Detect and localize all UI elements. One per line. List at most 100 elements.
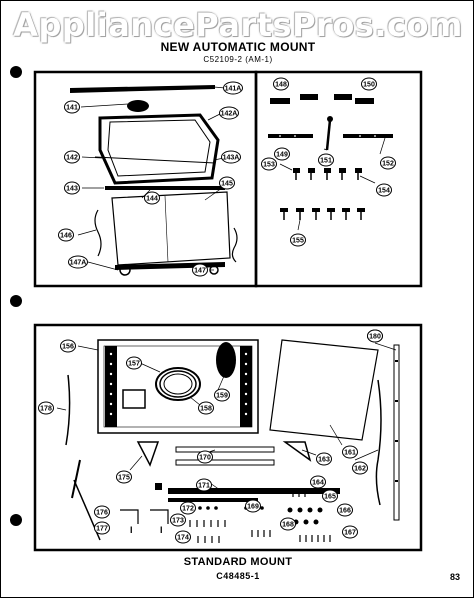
top-rail-part — [70, 85, 215, 93]
callout-147A: 147A — [68, 255, 88, 269]
callout-143A: 143A — [221, 150, 241, 164]
callout-label: 165 — [324, 494, 336, 501]
callout-label: 167 — [344, 530, 356, 537]
callout-label: 153 — [263, 162, 275, 169]
callout-151: 151 — [318, 153, 334, 167]
bottom-diagram-subtitle: C48485-1 — [216, 571, 260, 581]
callout-label: 144 — [146, 196, 158, 203]
callout-label: 180 — [369, 334, 381, 341]
callout-150: 150 — [361, 77, 377, 91]
frame-bar — [105, 186, 225, 190]
callout-label: 169 — [247, 504, 259, 511]
callout-146: 146 — [58, 228, 74, 242]
callout-label: 142A — [221, 111, 238, 118]
binder-hole-bottom — [10, 514, 22, 526]
frame-line — [94, 156, 216, 164]
callout-label: 172 — [182, 506, 194, 513]
callout-label: 147 — [194, 268, 206, 275]
callout-label: 164 — [312, 480, 324, 487]
binder-hole-top — [10, 66, 22, 78]
callout-178: 178 — [38, 401, 54, 415]
callout-label: 148 — [275, 82, 287, 89]
callout-176: 176 — [94, 505, 110, 519]
callout-label: 149 — [276, 152, 288, 159]
callout-label: 159 — [216, 393, 228, 400]
callout-142A: 142A — [219, 106, 239, 120]
callout-148: 148 — [273, 77, 289, 91]
seal-part — [127, 100, 149, 112]
callout-143: 143 — [64, 181, 80, 195]
callout-168: 168 — [280, 517, 296, 531]
binder-hole-mid — [10, 295, 22, 307]
callout-label: 154 — [378, 188, 390, 195]
callout-169: 169 — [245, 499, 261, 513]
callout-label: 175 — [118, 475, 130, 482]
callout-155: 155 — [290, 233, 306, 247]
callout-label: 141A — [225, 86, 242, 93]
callout-layer: 141 141A 142A 142 143 143A 144 145 146 147A 147 148… — [38, 77, 396, 544]
callout-label: 151 — [320, 158, 332, 165]
callout-label: 141 — [66, 105, 78, 112]
callout-173: 173 — [170, 513, 186, 527]
callout-label: 155 — [292, 238, 304, 245]
callout-166: 166 — [337, 503, 353, 517]
callout-149: 149 — [274, 147, 290, 161]
window-frame-inner — [107, 119, 211, 177]
window-frame-part — [98, 113, 220, 185]
callout-164: 164 — [310, 475, 326, 489]
callout-156: 156 — [60, 339, 76, 353]
top-right-panel — [254, 70, 423, 288]
top-diagram-subtitle: C52109-2 (AM-1) — [203, 55, 273, 64]
callout-163: 163 — [316, 452, 332, 466]
bracket-label-2: I — [160, 525, 163, 535]
sheet-panel — [269, 339, 379, 441]
callout-144: 144 — [144, 191, 160, 205]
callout-label: 173 — [172, 518, 184, 525]
bottom-diagram-title: STANDARD MOUNT — [183, 556, 293, 568]
callout-172: 172 — [180, 501, 196, 515]
callout-161: 161 — [342, 445, 358, 459]
callout-152: 152 — [380, 156, 396, 170]
bottom-panel — [33, 323, 423, 552]
callout-label: 158 — [200, 406, 212, 413]
callout-label: 157 — [128, 361, 140, 368]
callout-165: 165 — [322, 489, 338, 503]
callout-177: 177 — [94, 521, 110, 535]
callout-label: 171 — [198, 483, 210, 490]
callout-label: 161 — [344, 450, 356, 457]
callout-170: 170 — [197, 450, 213, 464]
callout-label: 170 — [199, 455, 211, 462]
callout-label: 168 — [282, 522, 294, 529]
callout-142: 142 — [64, 150, 80, 164]
callout-145: 145 — [219, 176, 235, 190]
callout-158: 158 — [198, 401, 214, 415]
callout-label: 143 — [66, 186, 78, 193]
callout-label: 147A — [70, 260, 87, 267]
callout-label: 162 — [354, 466, 366, 473]
bracket-label-1: I — [130, 525, 133, 535]
callout-label: 145 — [221, 181, 233, 188]
callout-180: 180 — [367, 329, 383, 343]
callout-label: 166 — [339, 508, 351, 515]
callout-label: 152 — [382, 161, 394, 168]
bottom-rail — [115, 262, 225, 270]
callout-159: 159 — [214, 388, 230, 402]
callout-141: 141 — [64, 100, 80, 114]
callout-label: 176 — [96, 510, 108, 517]
callout-174: 174 — [175, 530, 191, 544]
callout-label: 146 — [60, 233, 72, 240]
callout-167: 167 — [342, 525, 358, 539]
top-diagram-title: NEW AUTOMATIC MOUNT — [160, 40, 316, 54]
callout-157: 157 — [126, 356, 142, 370]
callout-154: 154 — [376, 183, 392, 197]
callout-label: 174 — [177, 535, 189, 542]
callout-label: 142 — [66, 155, 78, 162]
panel-part — [111, 191, 231, 266]
callout-label: 177 — [96, 526, 108, 533]
callout-label: 163 — [318, 457, 330, 464]
callout-175: 175 — [116, 470, 132, 484]
callout-147: 147 — [192, 263, 208, 277]
callout-label: 156 — [62, 344, 74, 351]
callout-label: 150 — [363, 82, 375, 89]
